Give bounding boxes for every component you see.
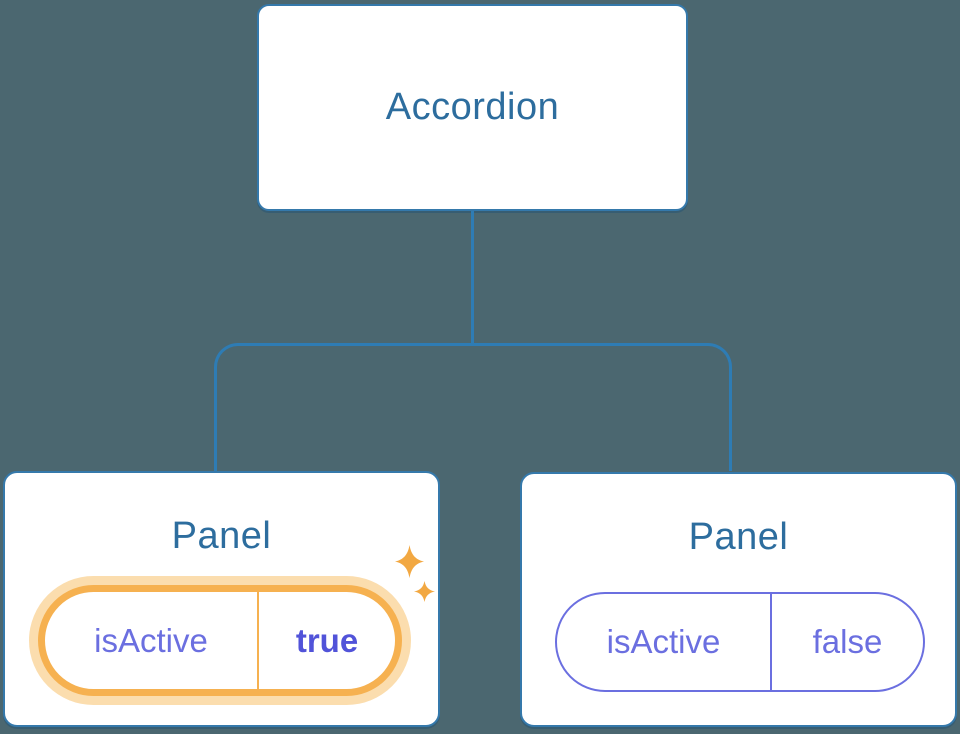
state-pill-inactive: isActive false [555, 592, 925, 692]
panel-inactive-label: Panel [688, 516, 789, 558]
panel-active-label: Panel [171, 515, 272, 557]
branch-connector-lines [214, 343, 732, 471]
panel-node-active: Panel isActive true [3, 471, 440, 727]
state-value-label: true [295, 621, 359, 659]
state-key-label: isActive [557, 594, 772, 690]
state-key-label: isActive [45, 592, 259, 689]
state-value-label: false [812, 623, 883, 660]
accordion-node: Accordion [257, 4, 688, 211]
accordion-node-label: Accordion [385, 86, 560, 128]
root-connector-line [471, 211, 474, 345]
panel-node-inactive: Panel isActive false [520, 472, 957, 727]
state-pill-active: isActive true [38, 585, 402, 696]
